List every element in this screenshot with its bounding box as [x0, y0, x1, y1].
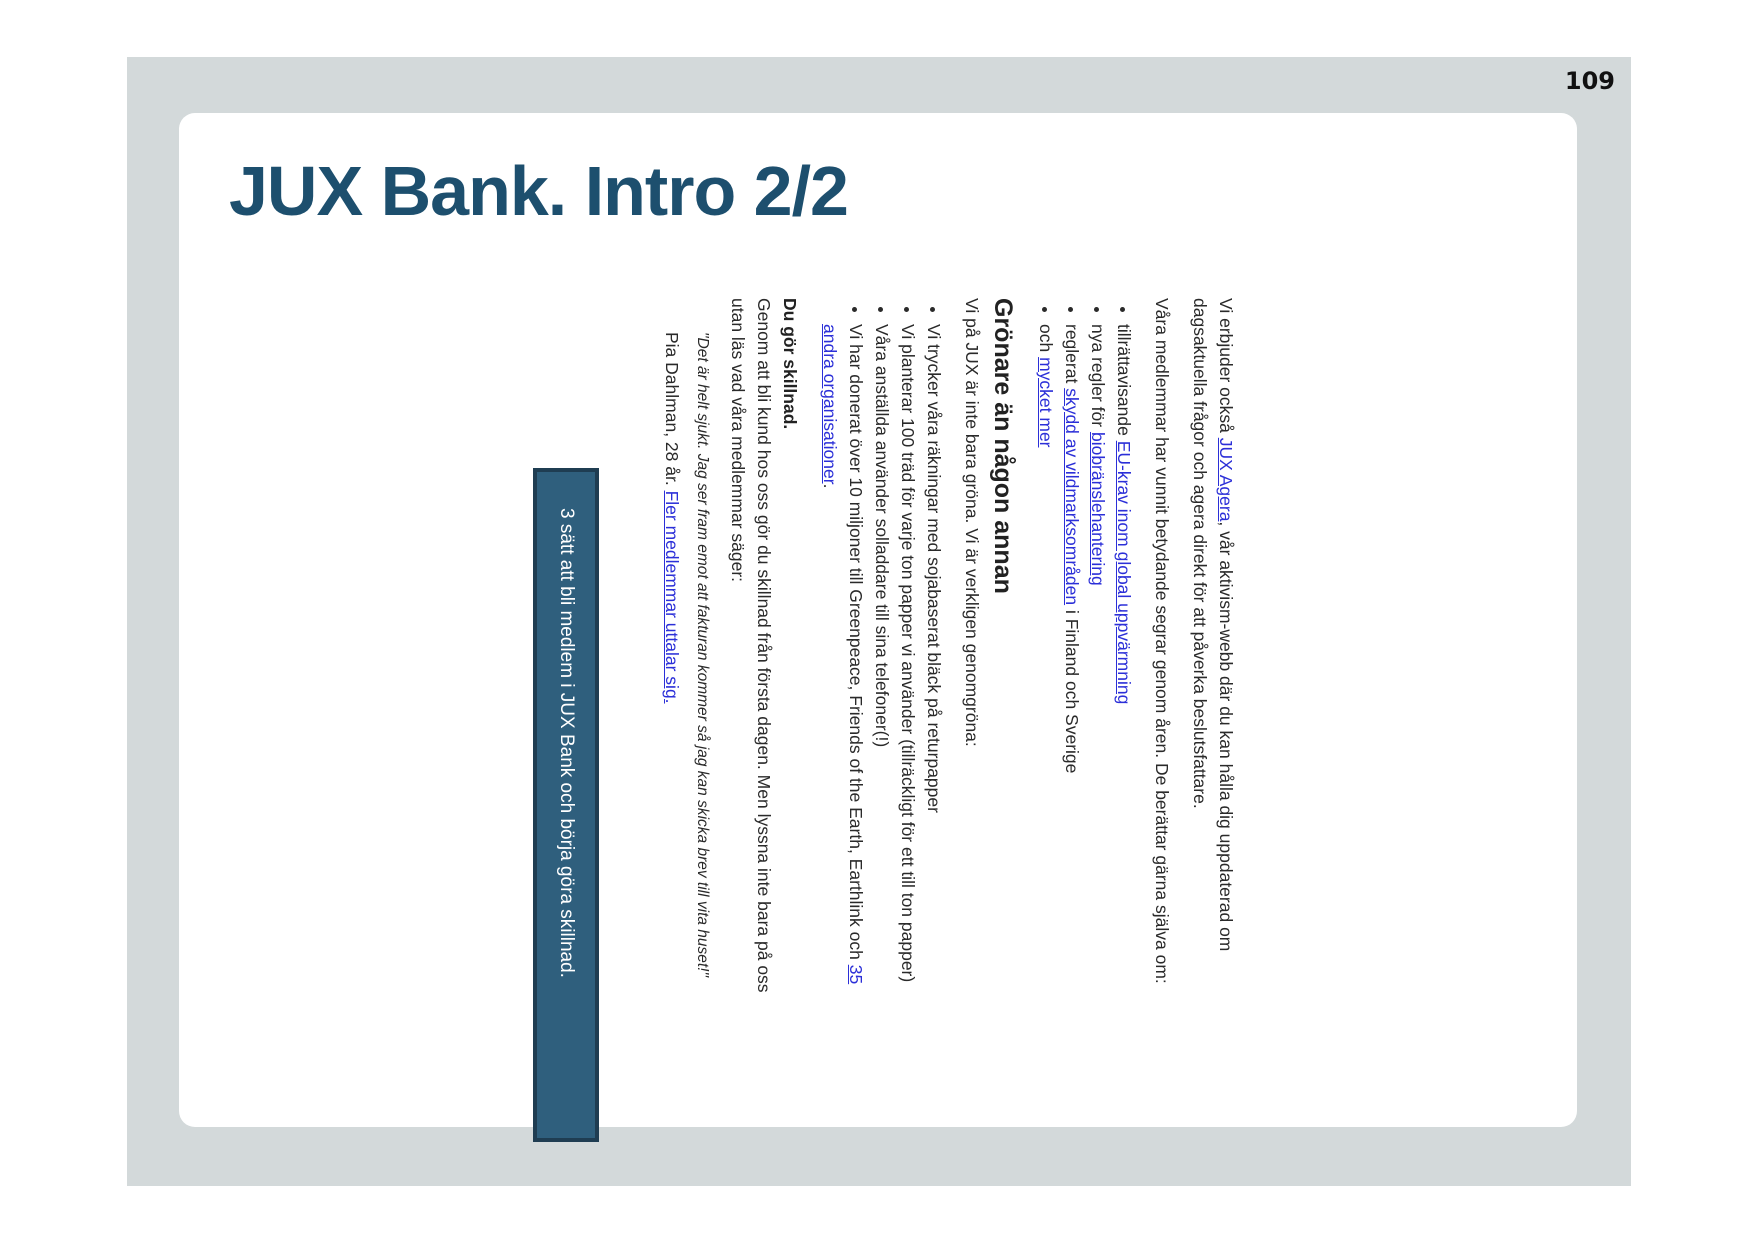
difference-text: Genom att bli kund hos oss gör du skilln…: [728, 298, 774, 993]
list-item: tillrättavisande EU-krav inom global upp…: [1111, 324, 1137, 1013]
difference-heading: Du gör skillnad.: [780, 298, 800, 430]
list-item: nya regler för biobränslehantering: [1085, 324, 1111, 1013]
rotated-content: Vi erbjuder också JUX Agera, vår aktivis…: [489, 298, 1239, 1013]
intro-text: Vi erbjuder också: [1216, 298, 1236, 438]
biobransle-link[interactable]: biobränslehantering: [1088, 431, 1108, 586]
eu-krav-link[interactable]: EU-krav inom global uppvärmning: [1114, 440, 1134, 705]
page-number: 109: [1564, 67, 1615, 95]
list-item: Vi har donerat över 10 miljoner till Gre…: [817, 324, 869, 1013]
list-item: och mycket mer: [1033, 324, 1059, 1013]
list-item: Våra anställda använder solladdare till …: [869, 324, 895, 1013]
mycket-mer-link[interactable]: mycket mer: [1036, 357, 1056, 448]
cta-banner[interactable]: 3 sätt att bli medlem i JUX Bank och bör…: [533, 468, 599, 1142]
intro-paragraph: Vi erbjuder också JUX Agera, vår aktivis…: [1187, 298, 1239, 1013]
slide: JUX Bank. Intro 2/2 Vi erbjuder också JU…: [179, 113, 1577, 1142]
page-frame: 109 JUX Bank. Intro 2/2 Vi erbjuder ocks…: [127, 57, 1631, 1186]
quote-attribution: Pia Dahlman, 28 år. Fler medlemmar uttal…: [662, 332, 682, 704]
fler-medlemmar-link[interactable]: Fler medlemmar uttalar sig.: [662, 490, 682, 704]
slide-title: JUX Bank. Intro 2/2: [229, 152, 849, 230]
victories-intro: Våra medlemmar har vunnit betydande segr…: [1152, 298, 1172, 984]
victories-list: tillrättavisande EU-krav inom global upp…: [1033, 298, 1137, 1013]
jux-agera-link[interactable]: JUX Agera: [1216, 437, 1236, 522]
vildmark-link[interactable]: skydd av vildmarksområden: [1062, 388, 1082, 606]
list-item: Vi planterar 100 träd för varje ton papp…: [895, 324, 921, 1013]
list-item: Vi trycker våra räkningar med sojabasera…: [921, 324, 947, 1013]
greener-heading: Grönare än någon annan: [989, 298, 1017, 594]
greener-intro: Vi på JUX är inte bara gröna. Vi är verk…: [962, 298, 982, 747]
list-item: reglerat skydd av vildmarksområden i Fin…: [1059, 324, 1085, 1013]
member-quote: "Det är helt sjukt. Jag ser fram emot at…: [694, 332, 711, 978]
greener-list: Vi trycker våra räkningar med sojabasera…: [817, 298, 947, 1013]
